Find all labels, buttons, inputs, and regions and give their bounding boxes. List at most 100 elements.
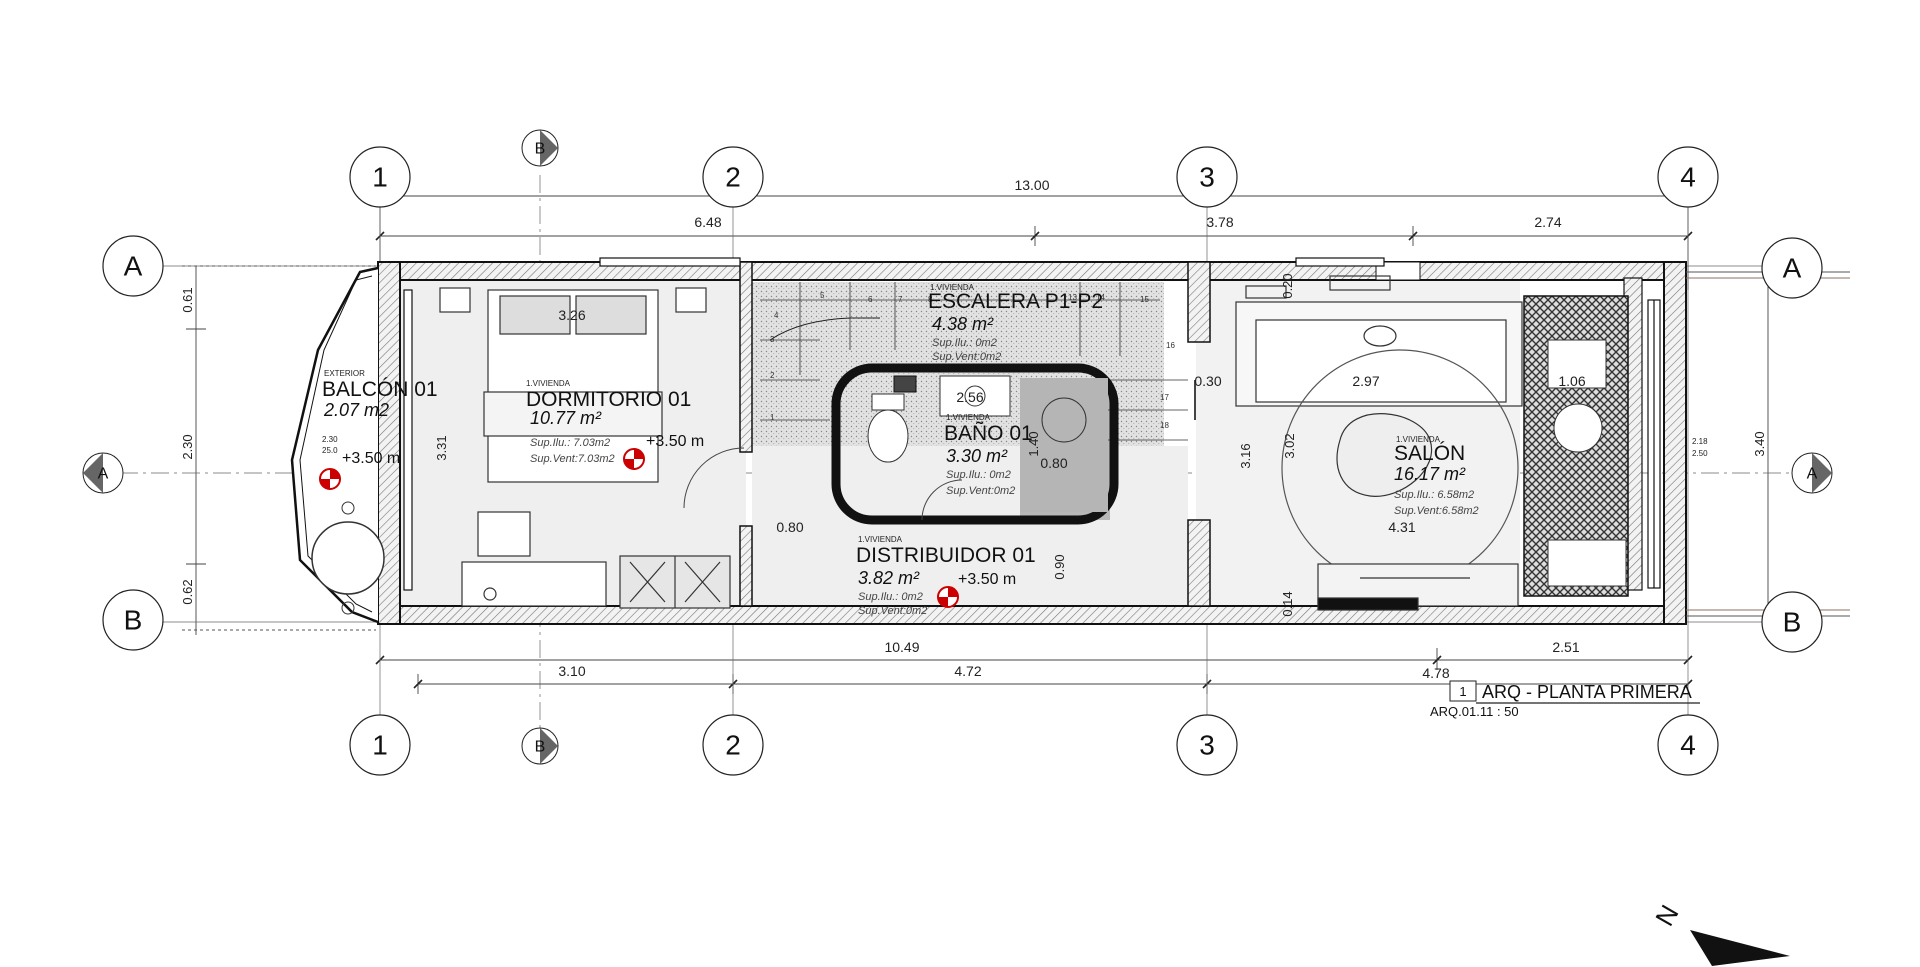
view-number-box	[1449, 680, 1477, 702]
dim-salon-h2: 3.02	[1282, 433, 1297, 458]
dim-salon-bot: 0.14	[1280, 591, 1295, 616]
stair-step: 5	[820, 291, 825, 300]
room-vent: Sup.Vent:7.03m2	[530, 453, 615, 465]
dim-overall: 13.00	[1014, 177, 1049, 193]
stair-step: 8	[928, 295, 933, 304]
grid-bubble	[1761, 591, 1823, 653]
room-lum: Sup.Ilu.: 7.03m2	[530, 437, 610, 449]
stair-step: 17	[1160, 393, 1169, 402]
section-markers: A A B B	[82, 129, 1833, 765]
grid-label: 3	[1199, 730, 1215, 761]
svg-text:A: A	[1807, 466, 1818, 483]
room-lum: Sup.Ilu.: 0m2	[858, 591, 923, 603]
grid-label: 1	[372, 730, 388, 761]
dim-bottom-a1: 10.49	[884, 639, 919, 655]
grid-bubble	[1657, 146, 1719, 208]
armchair	[1336, 413, 1433, 497]
dim-bottom-b2: 4.72	[954, 663, 981, 679]
sink	[939, 375, 1011, 417]
stair-step: 3	[770, 335, 775, 344]
room-area: 10.77 m²	[530, 408, 602, 428]
windows	[403, 257, 1661, 591]
room-label-escalera: 1.VIVIENDA ESCALERA P1-P2 4.38 m² Sup.Il…	[928, 283, 1103, 363]
dim-left-1: 0.61	[180, 287, 195, 312]
balcony-outline	[290, 266, 385, 624]
north-label: N	[1649, 900, 1684, 931]
svg-text:A: A	[98, 466, 109, 483]
room-tag: 1.VIVIENDA	[930, 283, 975, 292]
stair-step: 1	[770, 413, 775, 422]
grid-bubble	[702, 146, 764, 208]
room-tag: 1.VIVIENDA	[946, 413, 991, 422]
grid-label: A	[124, 251, 143, 282]
room-area: 3.82 m²	[858, 568, 920, 588]
room-lum: Sup.Ilu.: 0m2	[946, 469, 1011, 481]
toilet	[867, 409, 909, 463]
salon-furniture	[1235, 275, 1523, 611]
dim-balcony-small-1: 2.30	[322, 435, 338, 444]
balcony-table	[311, 521, 385, 595]
dimension-labels: 13.00 6.48 3.78 2.74 10.49 2.51 3.10 4.7…	[180, 177, 1767, 681]
room-lum: Sup.Ilu.: 6.58m2	[1394, 489, 1474, 501]
dim-balcony-small-2: 25.0	[322, 446, 338, 455]
dim-salon-w: 2.97	[1352, 373, 1379, 389]
grid-label: 3	[1199, 162, 1215, 193]
grid-label: B	[124, 605, 143, 636]
dim-stair-gap: 0.30	[1194, 373, 1221, 389]
view-title: ARQ - PLANTA PRIMERA	[1482, 682, 1692, 702]
room-name: DORMITORIO 01	[526, 388, 691, 411]
dim-dist-w: 0.80	[776, 519, 803, 535]
room-area: 16.17 m²	[1394, 464, 1466, 484]
floors	[400, 280, 1520, 606]
grid-bubbles	[102, 146, 1823, 776]
room-name: BALCÓN 01	[322, 378, 438, 401]
grid-bubble	[1761, 237, 1823, 299]
room-lum: Sup.Ilu.: 0m2	[932, 337, 997, 349]
room-name: DISTRIBUIDOR 01	[856, 544, 1036, 567]
dim-top-1: 6.48	[694, 214, 721, 230]
grid-label: 1	[372, 162, 388, 193]
svg-text:B: B	[535, 141, 546, 158]
room-level: +3.50 m	[958, 571, 1016, 588]
room-area: 3.30 m²	[946, 446, 1008, 466]
stair-step: 18	[1160, 421, 1169, 430]
sink-icon	[1363, 325, 1397, 347]
view-ref: ARQ.01.11 : 50	[1430, 704, 1519, 719]
doors	[683, 380, 1196, 521]
grid-label: 4	[1680, 730, 1696, 761]
room-tag: EXTERIOR	[324, 369, 365, 378]
pillow-icon	[575, 295, 647, 335]
grid-bubble	[1657, 714, 1719, 776]
grid-bubble	[102, 589, 164, 651]
stair-step: 14	[1096, 293, 1105, 302]
north-arrow: N	[1649, 900, 1790, 966]
dim-bath-width: 2.56	[956, 389, 983, 405]
level-marker-icon	[319, 468, 341, 490]
room-vent: Sup.Vent:0m2	[858, 605, 927, 617]
room-label-bano: 1.VIVIENDA BAÑO 01 3.30 m² Sup.Ilu.: 0m2…	[944, 413, 1033, 497]
dim-left-3: 0.62	[180, 579, 195, 604]
room-vent: Sup.Vent:6.58m2	[1394, 505, 1479, 517]
room-label-distribuidor: 1.VIVIENDA DISTRIBUIDOR 01 3.82 m² Sup.I…	[856, 535, 1036, 617]
room-tag: 1.VIVIENDA	[858, 535, 903, 544]
room-name: ESCALERA P1-P2	[928, 290, 1103, 313]
chair	[477, 511, 531, 557]
room-vent: Sup.Vent:0m2	[946, 485, 1015, 497]
stair-step: 2	[770, 371, 775, 380]
stair-step: 15	[1140, 295, 1149, 304]
grid-bubble	[349, 714, 411, 776]
dim-salon-top: 0.20	[1280, 273, 1295, 298]
stair-step: 4	[774, 311, 779, 320]
dim-left-2: 2.30	[180, 434, 195, 459]
north-arrow-icon	[1690, 930, 1790, 966]
stair-treads	[760, 282, 1188, 441]
nightstand	[439, 287, 471, 313]
level-marker-icon	[937, 586, 959, 608]
section-marker-b-top: B	[521, 129, 559, 167]
room-name: BAÑO 01	[944, 421, 1033, 445]
stair-step: 13	[1068, 293, 1077, 302]
room-label-salon: 1.VIVIENDA SALÓN 16.17 m² Sup.Ilu.: 6.58…	[1394, 435, 1479, 517]
dim-dist-h: 0.90	[1052, 554, 1067, 579]
grid-label: A	[1783, 253, 1802, 284]
dim-salon-h1: 3.16	[1238, 443, 1253, 468]
